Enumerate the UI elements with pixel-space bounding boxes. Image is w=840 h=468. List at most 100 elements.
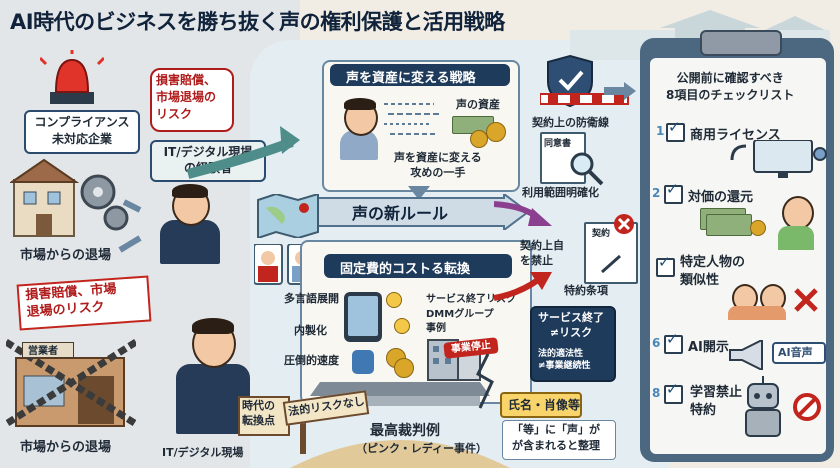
check-mark-icon: ✓ bbox=[658, 253, 671, 271]
supreme-court-case: （ピンク・レディー事件） bbox=[356, 442, 488, 455]
asset-caption: 声を資産に変える 攻めの一手 bbox=[394, 151, 482, 179]
checkbox[interactable] bbox=[664, 185, 683, 204]
feature-inhouse: 内製化 bbox=[294, 324, 327, 337]
contract-arrow bbox=[494, 201, 552, 226]
asset-strategy-header bbox=[330, 64, 510, 86]
check-mark-icon: ✓ bbox=[668, 118, 681, 136]
name-likeness-text: 氏名・肖像等 bbox=[508, 398, 581, 412]
fixed-cost-title: 固定費的コストる転換 bbox=[340, 262, 471, 277]
no-entry-icon bbox=[793, 393, 821, 421]
shield-icon bbox=[540, 54, 629, 108]
risk-bubble bbox=[150, 68, 234, 132]
self-ban-label: 契約上自 を禁止 bbox=[520, 239, 564, 267]
checklist-item-label: 対価の還元 bbox=[688, 190, 754, 205]
new-rule-banner bbox=[318, 194, 528, 230]
checkbox[interactable] bbox=[666, 123, 685, 142]
service-risk-box bbox=[530, 306, 616, 382]
name-note-box bbox=[502, 420, 616, 460]
voice-asset-label: 声の資産 bbox=[456, 98, 500, 111]
factory-building-icon bbox=[10, 158, 129, 237]
pen-icon bbox=[601, 254, 621, 274]
checklist-item-number: 2 bbox=[652, 186, 661, 200]
shop-sign-text: 営業者 bbox=[28, 346, 58, 357]
contract-defense-label: 契約上の防衛線 bbox=[532, 116, 609, 129]
service-risk-box-body: 法的適法性 ≠事業継続性 bbox=[538, 349, 591, 371]
contract-document-title: 契約 bbox=[592, 229, 611, 239]
gold-coin bbox=[750, 220, 766, 236]
name-note-text: 「等」に「声」が が含まれると整理 bbox=[512, 423, 600, 452]
new-rule-text: 声の新ルール bbox=[352, 204, 449, 223]
checkbox[interactable] bbox=[664, 335, 683, 354]
data-stream-icon bbox=[384, 103, 440, 135]
thumbs-up-icon bbox=[352, 350, 374, 374]
check-mark-icon: ✓ bbox=[666, 330, 679, 348]
fixed-cost-header bbox=[324, 254, 512, 278]
special-terms-label: 特約条項 bbox=[564, 284, 608, 297]
page-title: AI時代のビジネスを勝ち抜く声の権利保護と活用戦略 bbox=[10, 10, 505, 34]
happy-person-body bbox=[778, 226, 814, 250]
right-arrow bbox=[604, 82, 636, 100]
supreme-court-title: 最高裁判例 bbox=[370, 423, 440, 439]
ai-voice-tag-text: AI音声 bbox=[778, 346, 813, 359]
down-arrow bbox=[408, 186, 430, 200]
dmm-case-label: DMMグループ 事例 bbox=[426, 309, 494, 334]
money-bill bbox=[706, 214, 752, 236]
happy-person-head bbox=[782, 196, 814, 230]
checklist-item-number: 8 bbox=[652, 386, 661, 400]
risk-bubble-text: 損害賠償、 市場退場の リスク bbox=[156, 73, 217, 121]
thinking-person-hair bbox=[344, 98, 376, 110]
tablet-screen bbox=[348, 296, 378, 336]
businessman-suit bbox=[160, 220, 220, 264]
check-mark-icon: ✓ bbox=[666, 380, 679, 398]
market-exit-label-top: 市場からの退場 bbox=[20, 248, 112, 263]
turning-point-text: 時代の 転換点 bbox=[242, 399, 275, 427]
presenter-suit bbox=[176, 364, 250, 434]
market-exit-label-bottom: 市場からの退場 bbox=[20, 440, 112, 455]
similar-people-bodies bbox=[728, 306, 786, 320]
checkbox[interactable] bbox=[664, 385, 683, 404]
signpost-pole bbox=[300, 410, 306, 454]
asset-strategy-title: 声を資産に変える戦略 bbox=[346, 71, 476, 86]
gold-coin bbox=[394, 358, 414, 378]
it-field-label: IT/デジタル現場 bbox=[162, 446, 244, 459]
multilingual-people-icon bbox=[254, 244, 317, 285]
name-likeness-tag bbox=[500, 392, 582, 418]
siren-icon bbox=[40, 50, 104, 104]
gold-coin bbox=[486, 122, 506, 142]
checklist-item-label: 学習禁止 特約 bbox=[690, 385, 743, 418]
prohibit-icon bbox=[614, 214, 634, 234]
checklist-title: 公開前に確認すべき 8項目のチェックリスト bbox=[666, 71, 795, 102]
usage-scope-label: 利用範囲明確化 bbox=[522, 186, 599, 199]
world-map-icon bbox=[257, 194, 319, 238]
monitor-headset-icon bbox=[730, 140, 827, 178]
building-icon bbox=[427, 339, 481, 381]
presenter-hair bbox=[192, 318, 234, 334]
service-risk-box-title: サービス終了 ≠リスク bbox=[538, 311, 604, 339]
feature-multilingual: 多言語展開 bbox=[284, 292, 339, 305]
check-mark-icon: ✓ bbox=[666, 180, 679, 198]
consent-document-title: 同意書 bbox=[544, 139, 572, 149]
chained-shop-icon bbox=[6, 339, 136, 427]
gold-coin bbox=[470, 130, 488, 148]
left-flow-arrows bbox=[118, 126, 300, 253]
megaphone-icon bbox=[729, 340, 763, 370]
ai-voice-tag bbox=[772, 342, 826, 364]
shop-sign bbox=[22, 342, 74, 358]
smile-icon bbox=[394, 318, 410, 334]
robot-icon bbox=[745, 376, 781, 437]
checklist-item-number: 1 bbox=[656, 124, 665, 138]
noncompliant-company-label: コンプライアンス 未対応企業 bbox=[24, 110, 140, 154]
risk-banner-text: 損害賠償、市場 退場のリスク bbox=[24, 281, 117, 321]
checklist-item-label: 特定人物の 類似性 bbox=[680, 255, 746, 288]
crack-icon bbox=[476, 354, 494, 409]
magnifier-icon bbox=[570, 152, 604, 186]
checkbox[interactable] bbox=[656, 258, 675, 277]
businessman-hair bbox=[172, 184, 208, 198]
smile-icon bbox=[386, 292, 402, 308]
service-end-risk-label: サービス終了リスク bbox=[426, 294, 516, 305]
checklist-item-label: AI開示 bbox=[688, 340, 729, 355]
clipboard-clip bbox=[700, 30, 782, 56]
checklist-item-number: 6 bbox=[652, 336, 661, 350]
cross-icon bbox=[794, 288, 818, 312]
risk-arrow bbox=[494, 272, 552, 301]
